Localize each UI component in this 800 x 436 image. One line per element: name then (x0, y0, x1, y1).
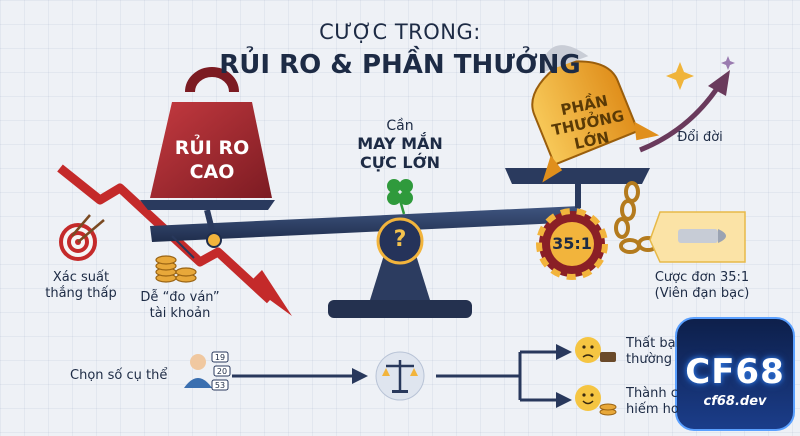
luck-small-text: Cần (386, 118, 414, 134)
question-circle (376, 217, 424, 265)
prob-line-1: Xác suất (52, 270, 110, 285)
title-line-1: CƯỢC TRONG: (319, 20, 481, 44)
question-mark: ? (393, 227, 407, 252)
prob-line-2: thắng thấp (45, 286, 117, 301)
bankrupt-label: Dễ “đo ván” tài khoản (130, 290, 230, 322)
title-line-2: RỦI RO & PHẦN THƯỞNG (219, 50, 581, 80)
luck-big-text-1: MAY MẮN (357, 134, 443, 153)
gold-coins-icon (599, 403, 617, 416)
logo-sub-text: cf68.dev (703, 394, 767, 409)
cf68-logo-badge (675, 317, 795, 431)
bankrupt-line-1: Dễ “đo ván” (140, 290, 220, 305)
card-number-1: 19 (214, 353, 226, 362)
sparkle-icon (666, 56, 735, 90)
up-trend-arrow (639, 82, 723, 153)
lose-label: Thất bại thường (626, 336, 686, 368)
chip-ratio: 35:1 (552, 234, 592, 253)
scale-beam (150, 206, 582, 242)
down-trend-arrow (57, 164, 274, 304)
card-number-2: 20 (216, 367, 228, 376)
poker-chip-icon (536, 208, 608, 280)
win-line-1: Thành c (626, 386, 678, 401)
risk-weight (150, 67, 272, 198)
number-cards (211, 351, 231, 391)
rocket-icon (531, 45, 660, 183)
bankrupt-line-2: tài khoản (149, 306, 211, 321)
logo-main-text: CF68 (685, 352, 785, 392)
win-line-2: hiếm ho (626, 402, 679, 417)
lose-line-2: thường (626, 352, 673, 367)
target-icon (59, 214, 105, 261)
probability-label: Xác suất thắng thấp (36, 270, 126, 302)
person-icon (184, 354, 212, 388)
bet-line-1: Cược đơn 35:1 (654, 270, 750, 285)
win-label: Thành c hiếm ho (626, 386, 686, 418)
choose-number-label: Chọn số cụ thể (70, 368, 168, 383)
happy-face-icon (575, 385, 601, 411)
balance-scale-icon (375, 351, 425, 401)
lose-line-1: Thất bại (626, 336, 680, 351)
doi-doi-label: Đổi đời (677, 130, 723, 145)
luck-big-text-2: CỰC LỚN (360, 153, 440, 172)
risk-weight-line-1: RỦI RO (174, 137, 250, 159)
risk-weight-label: RỦI RO CAO (160, 136, 264, 184)
clover-icon (387, 179, 413, 215)
sad-face-icon (575, 337, 601, 363)
luck-label: Cần MAY MẮN CỰC LỚN (330, 118, 470, 172)
bullet-callout (649, 211, 746, 263)
bet-line-2: (Viên đạn bạc) (654, 286, 750, 301)
flow-branch (436, 350, 556, 402)
card-number-3: 53 (214, 381, 226, 390)
bet-label: Cược đơn 35:1 (Viên đạn bạc) (632, 270, 772, 302)
wallet-icon (600, 352, 616, 362)
coin-stack-icon (155, 255, 197, 283)
risk-weight-line-2: CAO (189, 161, 235, 183)
